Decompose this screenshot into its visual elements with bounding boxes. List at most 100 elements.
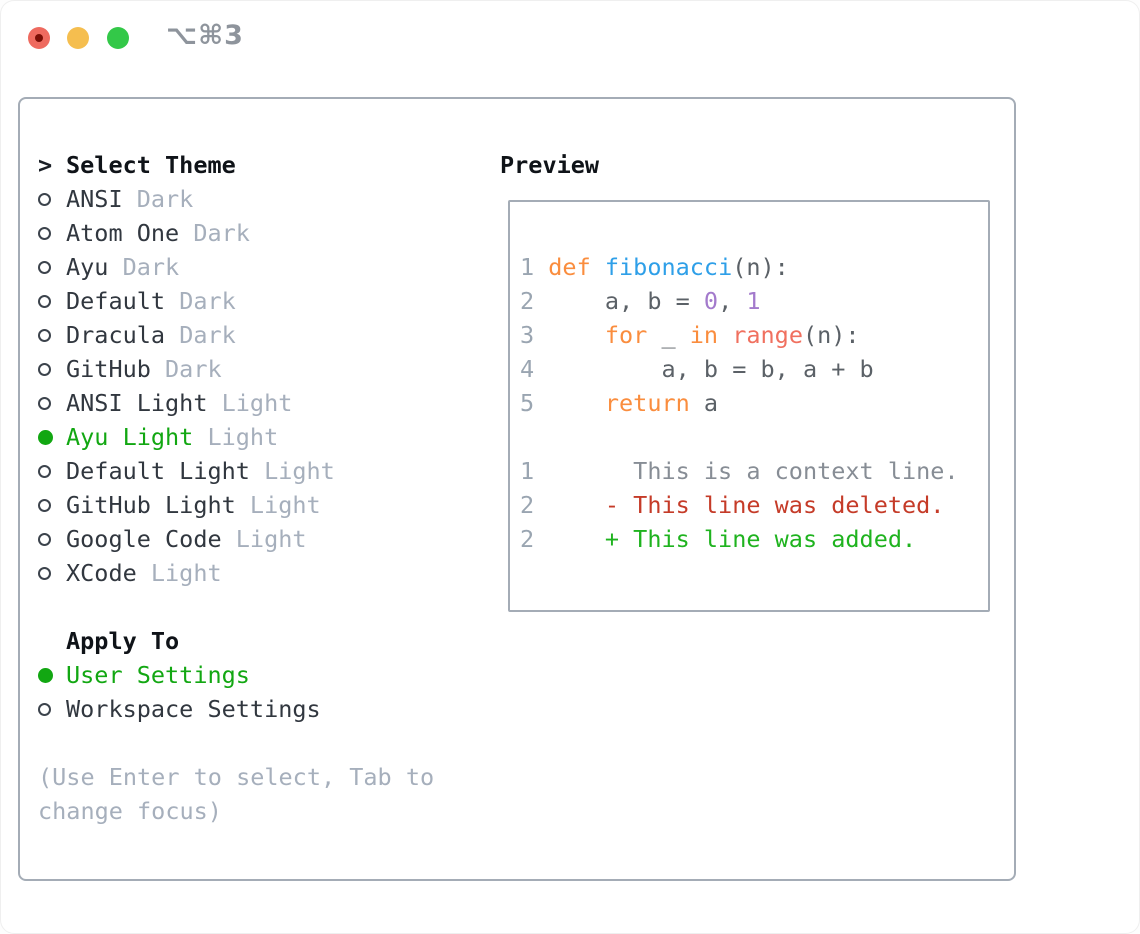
code-line: 1 This is a context line. <box>520 454 959 488</box>
theme-option-github[interactable]: GitHub Dark <box>38 352 434 386</box>
code-token: This is a context line. <box>548 457 959 485</box>
code-token: , <box>718 287 747 315</box>
code-token: a <box>689 389 719 417</box>
line-number: 2 <box>520 491 535 519</box>
code-token: 1 <box>746 287 761 315</box>
radio-selected-icon <box>38 667 66 683</box>
radio-unselected-icon <box>38 226 66 240</box>
option-variant: Light <box>221 389 293 417</box>
option-label: Default Light <box>66 457 250 485</box>
code-token: (n): <box>732 253 789 281</box>
code-token: a, b = <box>548 287 704 315</box>
option-label: XCode <box>66 559 137 587</box>
theme-option-ansi-light[interactable]: ANSI Light Light <box>38 386 434 420</box>
option-variant: Light <box>264 457 335 485</box>
code-token: fibonacci <box>590 253 733 281</box>
radio-selected-icon <box>38 429 66 445</box>
radio-unselected-icon <box>38 532 66 546</box>
radio-unselected-icon <box>38 328 66 342</box>
select-theme-header: > Select Theme <box>38 148 434 182</box>
option-label: User Settings <box>66 661 250 689</box>
section-title: Apply To <box>66 627 180 655</box>
code-token: _ <box>647 321 690 349</box>
option-variant: Light <box>150 559 222 587</box>
code-line <box>520 420 959 454</box>
code-line: 3 for _ in range(n): <box>520 318 959 352</box>
option-label: GitHub Light <box>66 491 236 519</box>
option-label: GitHub <box>66 355 151 383</box>
option-variant: Dark <box>179 287 236 315</box>
code-token <box>548 389 605 417</box>
apply-option-user-settings[interactable]: User Settings <box>38 658 434 692</box>
line-number: 2 <box>520 525 535 553</box>
option-variant: Dark <box>165 355 222 383</box>
code-token: 0 <box>703 287 719 315</box>
code-line: 4 a, b = b, a + b <box>520 352 959 386</box>
section-title: Select Theme <box>66 151 236 179</box>
titlebar: ⌥⌘3 <box>0 0 1140 75</box>
spacer <box>38 726 434 760</box>
line-number: 1 <box>520 253 535 281</box>
option-label: Ayu <box>66 253 109 281</box>
radio-unselected-icon <box>38 702 66 716</box>
apply-option-workspace-settings[interactable]: Workspace Settings <box>38 692 434 726</box>
option-variant: Light <box>235 525 307 553</box>
minimize-button[interactable] <box>67 27 89 49</box>
code-token: for <box>604 321 648 349</box>
option-label: Ayu Light <box>66 423 194 451</box>
code-token: - This line was deleted. <box>548 491 945 519</box>
keyboard-shortcut-label: ⌥⌘3 <box>166 20 244 51</box>
theme-option-default[interactable]: Default Dark <box>38 284 434 318</box>
theme-option-ayu[interactable]: Ayu Dark <box>38 250 434 284</box>
code-token: range <box>732 321 803 349</box>
option-label: ANSI <box>66 185 123 213</box>
hint-line: change focus) <box>38 797 222 825</box>
code-line: 2 - This line was deleted. <box>520 488 959 522</box>
option-label: Default <box>66 287 166 315</box>
code-line: 5 return a <box>520 386 959 420</box>
code-line: 2 + This line was added. <box>520 522 959 556</box>
close-button[interactable] <box>28 27 50 49</box>
line-number: 1 <box>520 457 535 485</box>
theme-option-default-light[interactable]: Default Light Light <box>38 454 434 488</box>
spacer <box>38 590 434 624</box>
option-variant: Dark <box>122 253 180 281</box>
radio-unselected-icon <box>38 498 66 512</box>
option-label: Atom One <box>66 219 180 247</box>
apply-to-header: Apply To <box>38 624 434 658</box>
theme-option-xcode[interactable]: XCode Light <box>38 556 434 590</box>
prompt-icon: > <box>38 151 53 179</box>
theme-option-ayu-light[interactable]: Ayu Light Light <box>38 420 434 454</box>
radio-unselected-icon <box>38 464 66 478</box>
line-number: 2 <box>520 287 535 315</box>
zoom-button[interactable] <box>107 27 129 49</box>
radio-unselected-icon <box>38 294 66 308</box>
option-label: ANSI Light <box>66 389 208 417</box>
option-label: Workspace Settings <box>66 695 321 723</box>
code-line: 2 a, b = 0, 1 <box>520 284 959 318</box>
preview-title: Preview <box>500 151 600 179</box>
hint-line: (Use Enter to select, Tab to <box>38 763 435 791</box>
option-label: Dracula <box>66 321 166 349</box>
theme-option-github-light[interactable]: GitHub Light Light <box>38 488 434 522</box>
line-number: 5 <box>520 389 535 417</box>
radio-unselected-icon <box>38 396 66 410</box>
radio-unselected-icon <box>38 260 66 274</box>
code-token: return <box>604 389 690 417</box>
radio-unselected-icon <box>38 192 66 206</box>
option-variant: Light <box>207 423 279 451</box>
radio-unselected-icon <box>38 362 66 376</box>
option-variant: Light <box>249 491 321 519</box>
